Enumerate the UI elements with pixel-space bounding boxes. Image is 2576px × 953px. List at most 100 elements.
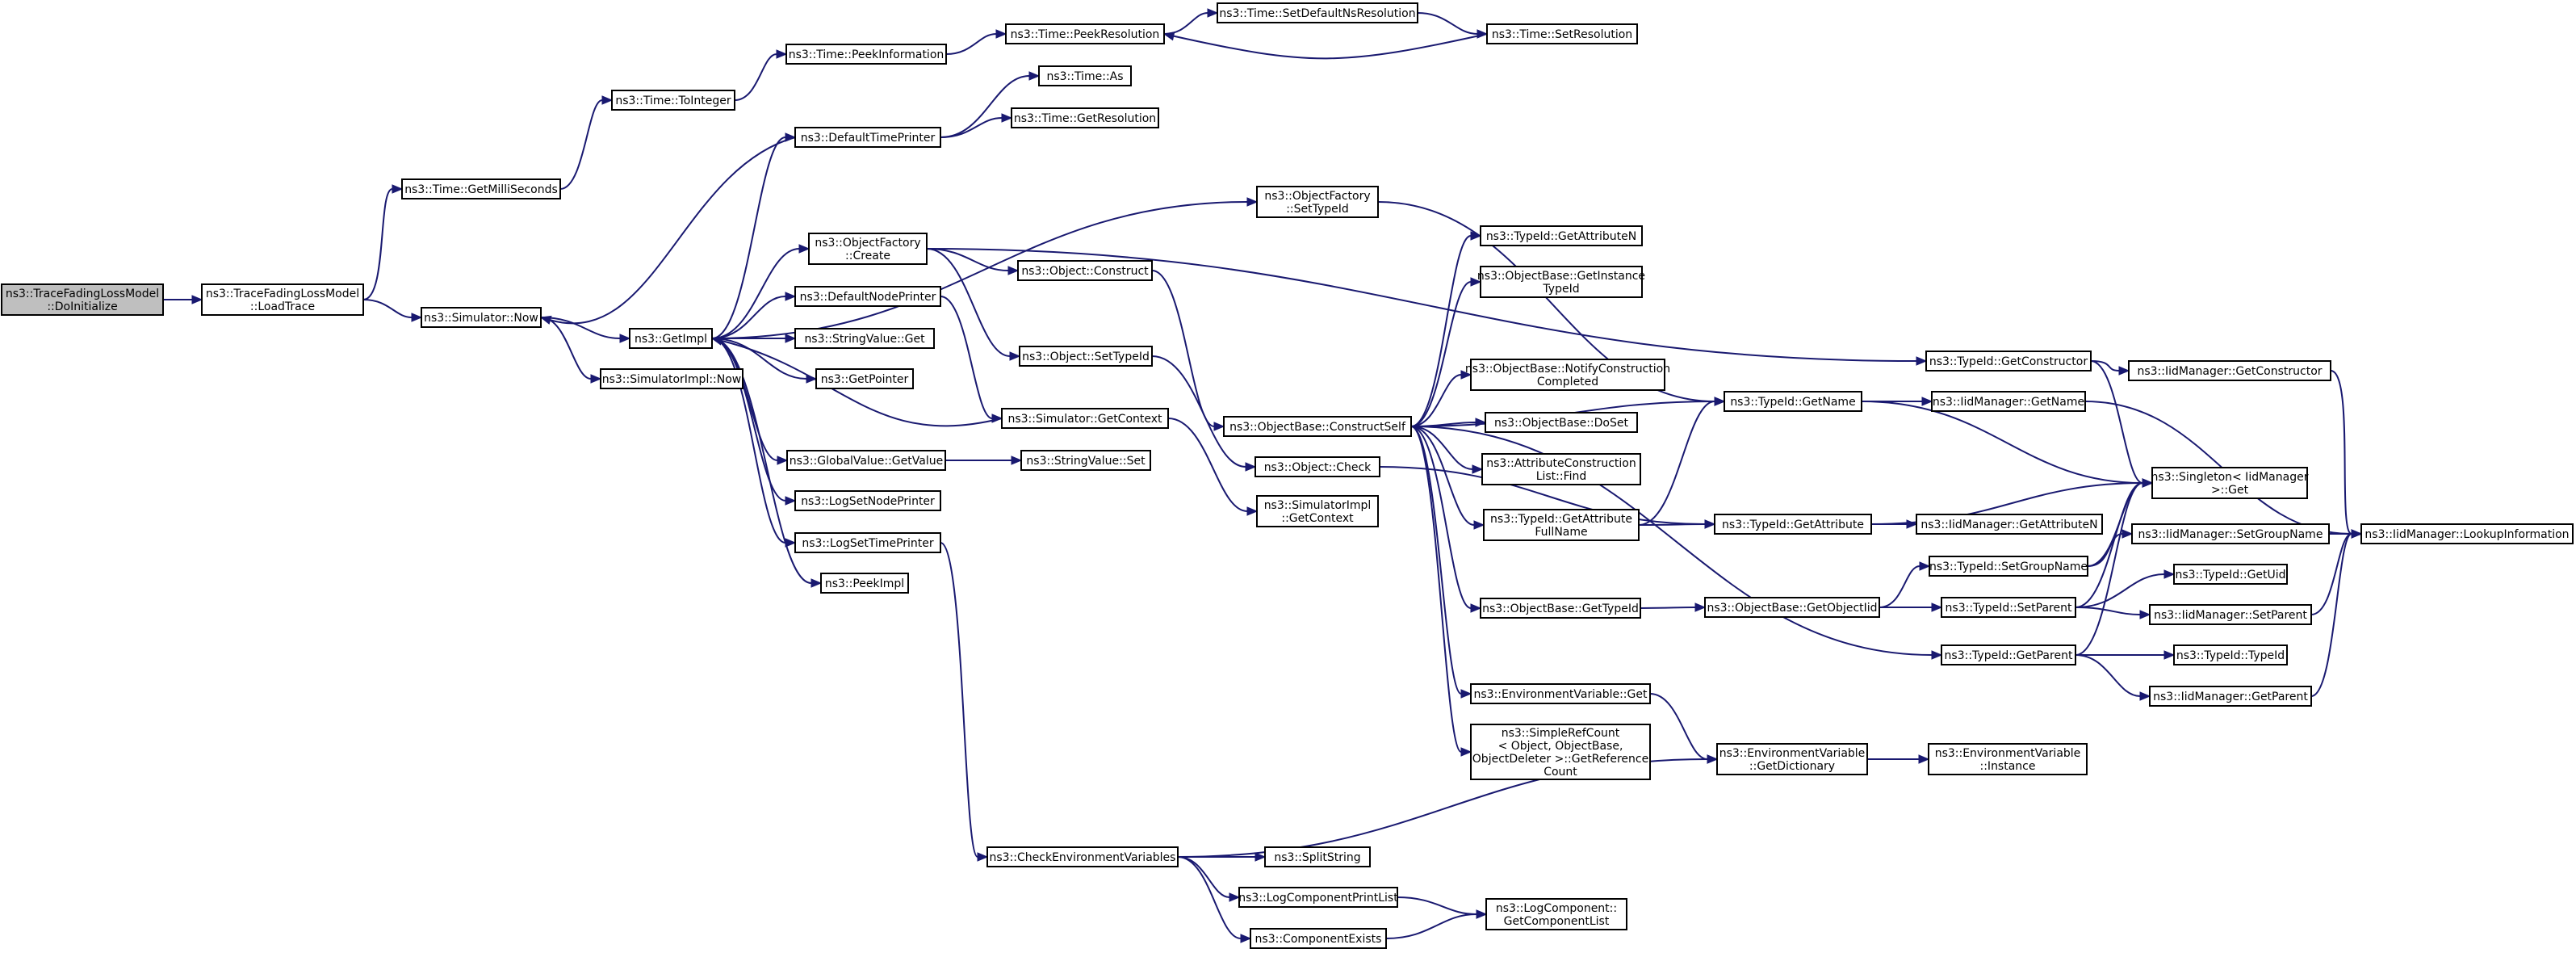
node-tiset-group-name[interactable]: ns3::TypeId::SetGroupName xyxy=(1929,556,2088,577)
node-box[interactable] xyxy=(1005,23,1165,44)
node-box[interactable] xyxy=(1238,887,1398,908)
node-iid-set-group-name[interactable]: ns3::IidManager::SetGroupName xyxy=(2131,523,2330,544)
node-box[interactable] xyxy=(1704,597,1880,618)
node-box[interactable] xyxy=(2128,360,2331,381)
node-box[interactable] xyxy=(2360,523,2574,544)
node-singleton-get[interactable]: ns3::Singleton< IidManager >::Get xyxy=(2151,467,2309,499)
node-box[interactable] xyxy=(2151,467,2308,499)
node-iid-get-attribute-n[interactable]: ns3::IidManager::GetAttributeN xyxy=(1916,514,2103,535)
node-construct-self[interactable]: ns3::ObjectBase::ConstructSelf xyxy=(1223,416,1412,437)
node-tiget-attribute-n[interactable]: ns3::TypeId::GetAttributeN xyxy=(1480,225,1643,246)
node-tiget-attribute[interactable]: ns3::TypeId::GetAttribute xyxy=(1714,514,1872,535)
node-ofset-type-id[interactable]: ns3::ObjectFactory::SetTypeId xyxy=(1256,186,1379,218)
node-box[interactable] xyxy=(2173,644,2288,665)
node-box[interactable] xyxy=(1470,683,1651,704)
node-iid-get-parent[interactable]: ns3::IidManager::GetParent xyxy=(2149,686,2312,707)
node-iid-lookup-information[interactable]: ns3::IidManager::LookupInformation xyxy=(2360,523,2574,544)
node-box[interactable] xyxy=(600,368,743,389)
node-obget-object-iid[interactable]: ns3::ObjectBase::GetObjectIid xyxy=(1704,597,1880,618)
node-box[interactable] xyxy=(794,328,935,349)
node-time-as[interactable]: ns3::Time::As xyxy=(1038,65,1132,86)
node-box[interactable] xyxy=(1928,743,2088,775)
node-peek-impl[interactable]: ns3::PeekImpl xyxy=(820,573,909,594)
node-obget-type-id[interactable]: ns3::ObjectBase::GetTypeId xyxy=(1480,598,1641,619)
node-box[interactable] xyxy=(986,846,1179,867)
node-obnotify-construction-completed[interactable]: ns3::ObjectBase::NotifyConstructionCompl… xyxy=(1465,359,1670,391)
node-sim-get-context[interactable]: ns3::Simulator::GetContext xyxy=(1001,408,1169,429)
node-box[interactable] xyxy=(1486,23,1638,44)
node-obj-check[interactable]: ns3::Object::Check xyxy=(1254,456,1380,477)
node-box[interactable] xyxy=(1254,456,1380,477)
node-box[interactable] xyxy=(1264,846,1371,867)
node-default-time-printer[interactable]: ns3::DefaultTimePrinter xyxy=(794,127,941,148)
node-env-var-get[interactable]: ns3::EnvironmentVariable::Get xyxy=(1470,683,1651,704)
node-box[interactable] xyxy=(786,450,946,471)
node-box[interactable] xyxy=(1941,644,2076,665)
node-to-integer[interactable]: ns3::Time::ToInteger xyxy=(611,90,735,111)
node-log-set-time-printer[interactable]: ns3::LogSetTimePrinter xyxy=(794,532,941,553)
node-tiset-parent[interactable]: ns3::TypeId::SetParent xyxy=(1941,597,2076,618)
node-env-var-instance[interactable]: ns3::EnvironmentVariable::Instance xyxy=(1928,743,2088,775)
node-box[interactable] xyxy=(201,283,364,316)
node-box[interactable] xyxy=(1017,260,1153,281)
node-box[interactable] xyxy=(1925,351,2092,372)
node-box[interactable] xyxy=(1481,453,1641,485)
node-split-string[interactable]: ns3::SplitString xyxy=(1264,846,1371,867)
node-box[interactable] xyxy=(1716,743,1868,775)
node-env-var-get-dictionary[interactable]: ns3::EnvironmentVariable::GetDictionary xyxy=(1716,743,1868,775)
node-box[interactable] xyxy=(808,233,928,265)
node-tiget-name[interactable]: ns3::TypeId::GetName xyxy=(1724,391,1862,412)
node-box[interactable] xyxy=(1019,346,1153,367)
node-box[interactable] xyxy=(2131,523,2330,544)
node-log-set-node-printer[interactable]: ns3::LogSetNodePrinter xyxy=(794,490,941,511)
node-box[interactable] xyxy=(2149,604,2312,625)
node-box[interactable] xyxy=(629,328,713,349)
node-peek-resolution[interactable]: ns3::Time::PeekResolution xyxy=(1005,23,1165,44)
node-box[interactable] xyxy=(1217,2,1418,23)
node-get-milli-seconds[interactable]: ns3::Time::GetMilliSeconds xyxy=(401,178,561,199)
node-box[interactable] xyxy=(2149,686,2312,707)
node-ofcreate[interactable]: ns3::ObjectFactory::Create xyxy=(808,233,928,265)
node-box[interactable] xyxy=(794,127,941,148)
node-box[interactable] xyxy=(1001,408,1169,429)
node-box[interactable] xyxy=(401,178,561,199)
node-get-impl[interactable]: ns3::GetImpl xyxy=(629,328,713,349)
node-iid-get-name[interactable]: ns3::IidManager::GetName xyxy=(1931,391,2086,412)
node-default-node-printer[interactable]: ns3::DefaultNodePrinter xyxy=(794,286,941,307)
node-box[interactable] xyxy=(1038,65,1132,86)
node-string-value-get[interactable]: ns3::StringValue::Get xyxy=(794,328,935,349)
node-titype-id[interactable]: ns3::TypeId::TypeId xyxy=(2173,644,2288,665)
node-box[interactable] xyxy=(785,44,947,65)
node-sim-impl-get-context[interactable]: ns3::SimulatorImpl::GetContext xyxy=(1256,495,1379,527)
node-box[interactable] xyxy=(1256,495,1379,527)
node-component-exists[interactable]: ns3::ComponentExists xyxy=(1250,928,1387,949)
node-box[interactable] xyxy=(1,283,164,316)
node-string-value-set[interactable]: ns3::StringValue::Set xyxy=(1020,450,1151,471)
node-tiget-parent[interactable]: ns3::TypeId::GetParent xyxy=(1941,644,2076,665)
node-box[interactable] xyxy=(1724,391,1862,412)
node-peek-information[interactable]: ns3::Time::PeekInformation xyxy=(785,44,947,65)
node-box[interactable] xyxy=(1929,556,2088,577)
node-box[interactable] xyxy=(1480,225,1643,246)
node-box[interactable] xyxy=(611,90,735,111)
node-box[interactable] xyxy=(421,307,542,328)
node-box[interactable] xyxy=(1916,514,2103,535)
node-get-resolution[interactable]: ns3::Time::GetResolution xyxy=(1011,107,1159,128)
node-simple-ref-count[interactable]: ns3::SimpleRefCount< Object, ObjectBase,… xyxy=(1470,724,1651,780)
node-box[interactable] xyxy=(1714,514,1872,535)
node-get-pointer[interactable]: ns3::GetPointer xyxy=(815,368,914,389)
node-lcget-component-list[interactable]: ns3::LogComponent::GetComponentList xyxy=(1485,898,1627,930)
node-box[interactable] xyxy=(1011,107,1159,128)
node-box[interactable] xyxy=(794,532,941,553)
node-obj-set-type-id[interactable]: ns3::Object::SetTypeId xyxy=(1019,346,1153,367)
node-box[interactable] xyxy=(1941,597,2076,618)
node-box[interactable] xyxy=(1470,724,1651,780)
node-box[interactable] xyxy=(1250,928,1387,949)
node-sim-impl-now[interactable]: ns3::SimulatorImpl::Now xyxy=(600,368,743,389)
node-box[interactable] xyxy=(1470,359,1665,391)
node-box[interactable] xyxy=(1931,391,2086,412)
node-tiget-uid[interactable]: ns3::TypeId::GetUid xyxy=(2173,564,2288,585)
